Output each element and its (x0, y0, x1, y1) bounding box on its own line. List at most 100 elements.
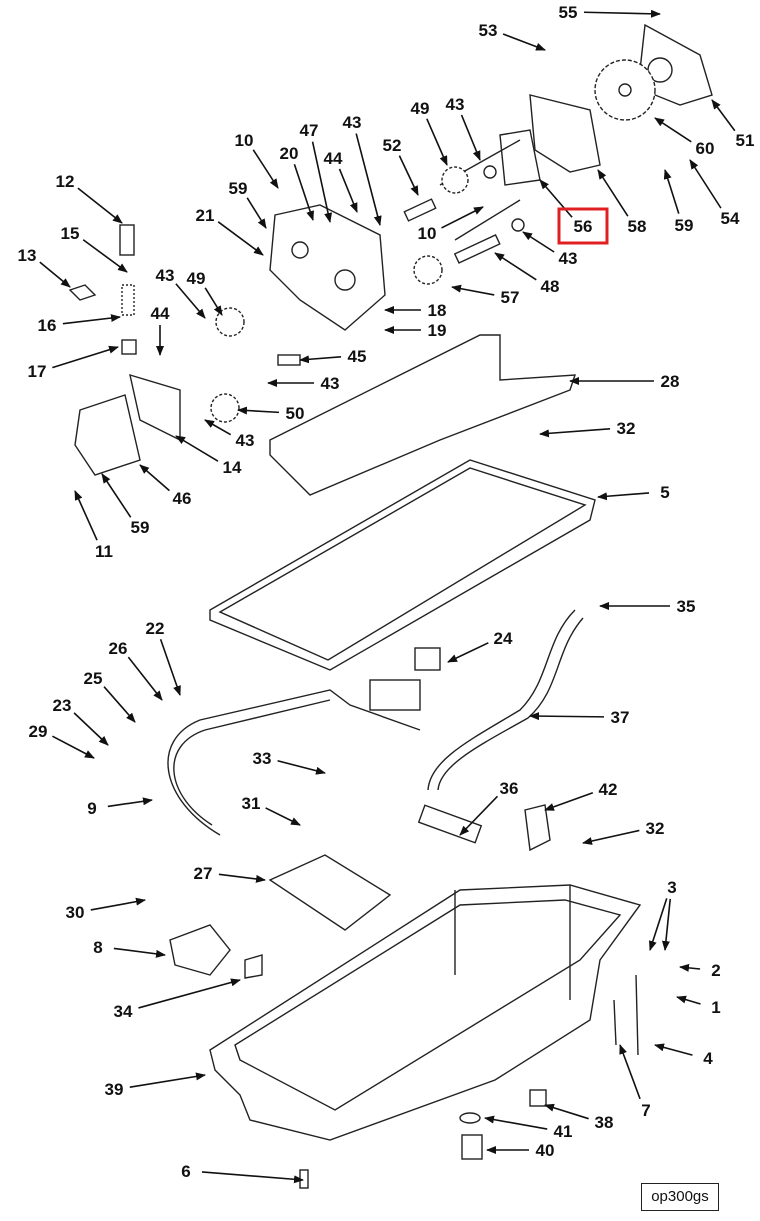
callout-arrow (159, 638, 181, 696)
callout-number: 21 (196, 206, 215, 225)
callout-number: 41 (554, 1122, 573, 1141)
callout-number: 20 (280, 144, 299, 163)
callout-number: 51 (736, 131, 755, 150)
callout-arrow (74, 490, 98, 541)
callout-number: 29 (29, 722, 48, 741)
callout-32: 32 (539, 419, 635, 438)
callout-33: 33 (253, 749, 326, 775)
callout-arrow (204, 419, 232, 436)
callout-arrow (529, 712, 605, 721)
callout-arrow (661, 898, 672, 951)
callout-number: 10 (418, 224, 437, 243)
callout-arrow (654, 117, 692, 143)
callout-arrow (218, 873, 266, 883)
callout-arrow (277, 760, 326, 775)
callout-number: 46 (173, 489, 192, 508)
callout-arrow (494, 252, 537, 281)
parts-drawing (68, 23, 713, 1189)
callout-arrow (139, 464, 170, 492)
pickup-tube (167, 689, 421, 836)
callout-arrow (138, 978, 241, 1009)
callout-arrow (73, 712, 109, 746)
callout-number: 35 (677, 597, 696, 616)
callout-number: 5 (660, 483, 669, 502)
callout-11: 11 (74, 490, 113, 561)
callout-arrow (90, 897, 146, 911)
callout-43: 43 (267, 374, 339, 393)
callout-arrow (39, 261, 71, 288)
gear (441, 166, 469, 194)
callout-number: 59 (229, 179, 248, 198)
callout-number: 18 (428, 301, 447, 320)
callout-arrow (460, 114, 481, 161)
callout-49: 49 (187, 269, 223, 316)
callout-number: 24 (494, 629, 513, 648)
pump-body (269, 204, 386, 331)
callout-arrow (113, 947, 166, 958)
callout-arrow (338, 168, 358, 213)
callout-59: 59 (663, 169, 693, 235)
callout-number: 40 (536, 1141, 555, 1160)
callout-arrow (265, 807, 301, 826)
callout-arrow (103, 686, 136, 723)
callout-38: 38 (544, 1103, 613, 1132)
callout-arrow (441, 206, 484, 229)
callout-10: 10 (235, 131, 279, 189)
callout-44: 44 (151, 304, 170, 356)
callout-43: 43 (204, 419, 254, 450)
callout-number: 27 (194, 864, 213, 883)
callout-number: 15 (61, 224, 80, 243)
callout-number: 3 (667, 878, 676, 897)
callout-20: 20 (280, 144, 314, 221)
callout-arrow (711, 99, 736, 132)
callout-number: 25 (84, 669, 103, 688)
callout-number: 42 (599, 780, 618, 799)
callout-47: 47 (300, 121, 332, 223)
callout-number: 14 (223, 458, 242, 477)
callout-43: 43 (343, 113, 382, 226)
callout-number: 1 (711, 998, 720, 1017)
pan-gasket (209, 459, 596, 671)
callout-arrow (127, 656, 163, 701)
callout-16: 16 (38, 314, 121, 335)
callout-37: 37 (529, 708, 629, 727)
callout-number: 44 (151, 304, 170, 323)
callout-13: 13 (18, 246, 71, 288)
callout-59: 59 (229, 179, 267, 229)
callout-arrow (459, 795, 499, 836)
callout-arrow (583, 9, 661, 18)
callout-22: 22 (146, 619, 181, 696)
callout-number: 19 (428, 321, 447, 340)
callout-26: 26 (109, 639, 163, 701)
callout-arrow (484, 1115, 548, 1130)
callout-number: 30 (66, 903, 85, 922)
oil-tube (427, 609, 584, 791)
callout-arrow (101, 473, 132, 518)
callout-27: 27 (194, 864, 266, 883)
callout-arrow (204, 287, 223, 316)
pump-cover (529, 94, 601, 173)
callout-arrow (252, 149, 279, 189)
callout-19: 19 (384, 321, 447, 340)
callout-number: 50 (286, 404, 305, 423)
callout-arrow (544, 1103, 589, 1120)
callout-arrow (544, 792, 594, 811)
callout-12: 12 (56, 172, 123, 224)
callout-18: 18 (384, 301, 447, 320)
callout-arrow (52, 735, 95, 759)
callout-arrow (689, 159, 722, 209)
callout-7: 7 (619, 1044, 651, 1120)
callout-number: 59 (131, 518, 150, 537)
callout-arrow (398, 155, 419, 196)
callout-8: 8 (93, 938, 166, 958)
callout-number: 43 (343, 113, 362, 132)
callout-arrow (597, 169, 629, 217)
callout-54: 54 (689, 159, 740, 228)
callout-number: 45 (348, 347, 367, 366)
highlight-box (557, 207, 609, 245)
callout-arrow (62, 314, 121, 325)
callout-23: 23 (53, 696, 109, 746)
callout-number: 57 (501, 288, 520, 307)
callout-14: 14 (175, 435, 242, 477)
